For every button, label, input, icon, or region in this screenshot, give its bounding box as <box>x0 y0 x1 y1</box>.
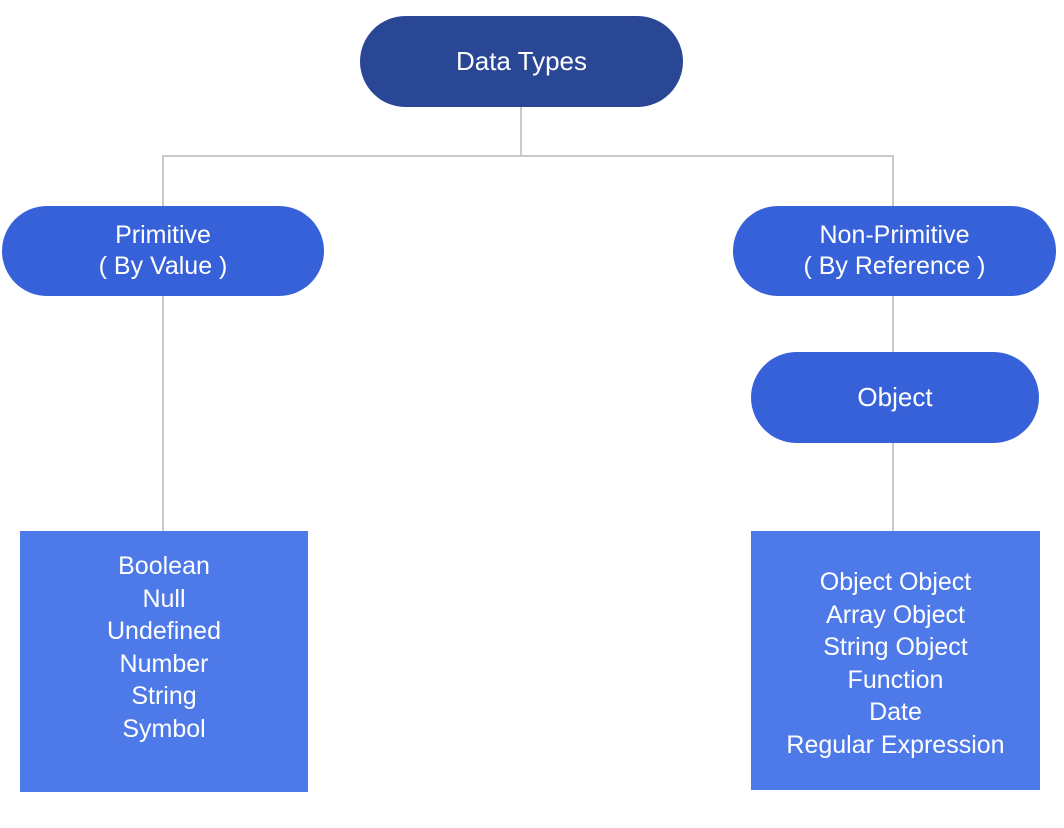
primitive-type-item: Boolean <box>118 552 210 580</box>
primitive-type-item: Symbol <box>122 714 206 743</box>
connector-to-non-primitive-line <box>892 157 894 207</box>
non-primitive-type-item: Regular Expression <box>786 730 1005 759</box>
primitive-node-subtitle: ( By Value ) <box>98 252 228 280</box>
non-primitive-types-box: Object Object Array Object String Object… <box>751 531 1040 790</box>
non-primitive-type-item: String Object <box>823 633 968 661</box>
data-types-node-label: Data Types <box>455 46 588 76</box>
primitive-type-item: String <box>131 682 197 710</box>
data-types-node: Data Types <box>360 16 683 107</box>
primitive-types-box: Boolean Null Undefined Number String Sym… <box>20 531 308 792</box>
connector-object-to-list-line <box>892 443 894 532</box>
connector-branch-horizontal-line <box>162 155 894 157</box>
non-primitive-type-item: Array Object <box>826 600 965 629</box>
non-primitive-node-title: Non-Primitive <box>819 221 970 249</box>
non-primitive-type-item: Function <box>847 665 944 694</box>
non-primitive-type-item: Date <box>869 698 922 726</box>
non-primitive-type-item: Object Object <box>819 568 972 596</box>
primitive-type-item: Number <box>119 649 209 678</box>
primitive-node: Primitive ( By Value ) <box>2 206 324 296</box>
connector-primitive-to-list-line <box>162 296 164 532</box>
connector-to-primitive-line <box>162 157 164 207</box>
object-node-label: Object <box>857 382 933 412</box>
connector-non-primitive-to-object-line <box>892 296 894 353</box>
primitive-type-item: Undefined <box>107 617 221 645</box>
object-node: Object <box>751 352 1039 443</box>
non-primitive-node: Non-Primitive ( By Reference ) <box>733 206 1056 296</box>
primitive-type-item: Null <box>142 584 186 613</box>
non-primitive-node-subtitle: ( By Reference ) <box>803 252 986 280</box>
primitive-node-title: Primitive <box>115 221 211 249</box>
connector-root-to-branch-line <box>520 107 522 157</box>
